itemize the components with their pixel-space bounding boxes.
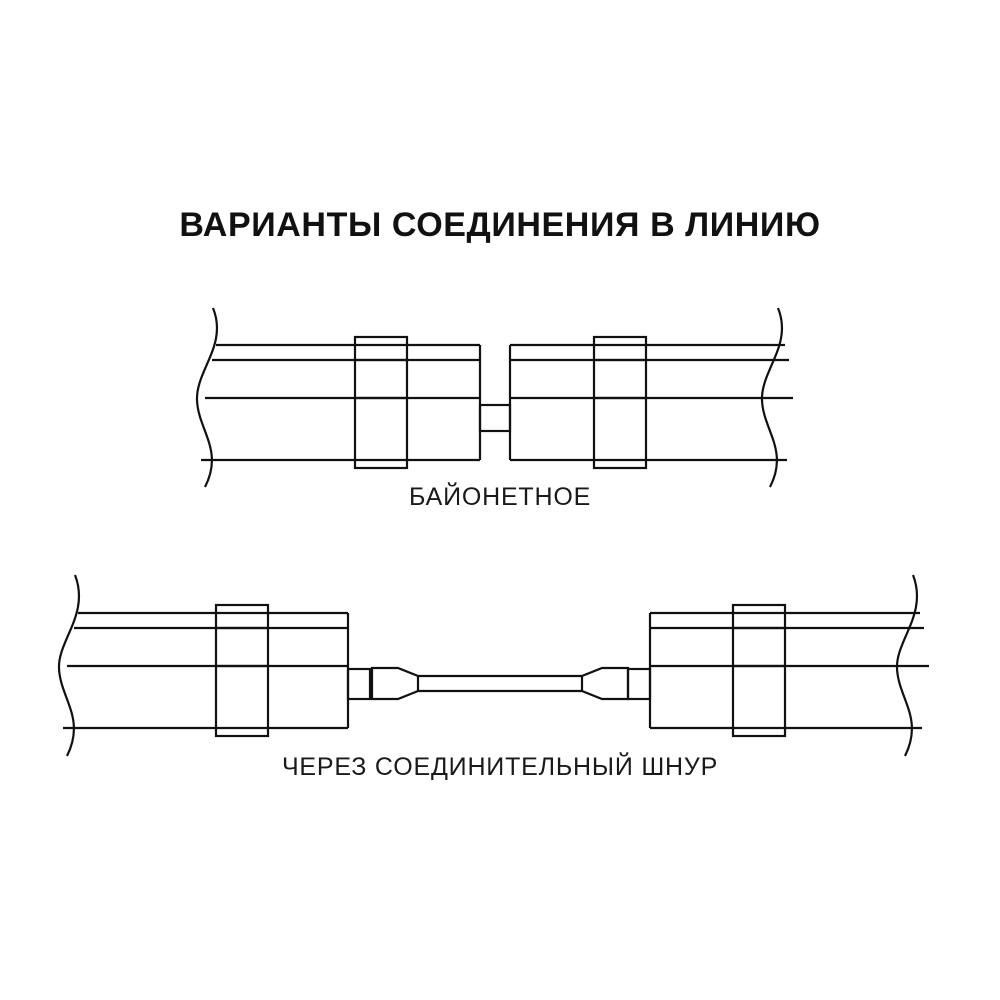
cord-left-body [57, 574, 350, 757]
caption-cord: ЧЕРЕЗ СОЕДИНИТЕЛЬНЫЙ ШНУР [281, 753, 719, 781]
cord-right-body [648, 574, 929, 757]
break-line-left-2 [57, 574, 81, 757]
cord-right-socket [626, 667, 652, 701]
cord-right-boot [580, 666, 630, 701]
page-title: ВАРИАНТЫ СОЕДИНЕНИЯ В ЛИНИЮ [179, 206, 821, 244]
cord-left-bracket [214, 603, 270, 738]
figure-cord [57, 574, 929, 757]
bayonet-left-body [195, 307, 482, 488]
figure-bayonet [195, 307, 793, 488]
break-line-right [760, 307, 784, 488]
cord-left-boot [370, 666, 420, 701]
break-line-right-2 [895, 574, 919, 757]
caption-bayonet: БАЙОНЕТНОЕ [408, 483, 592, 511]
cord-left-socket [346, 667, 372, 701]
bayonet-left-bracket [353, 335, 409, 470]
cord-right-bracket [731, 603, 787, 738]
connecting-cord [370, 666, 630, 701]
bayonet-joint-tab [478, 403, 512, 433]
bayonet-right-body [508, 307, 793, 488]
break-line-left [195, 307, 219, 488]
bayonet-right-bracket [592, 335, 648, 470]
